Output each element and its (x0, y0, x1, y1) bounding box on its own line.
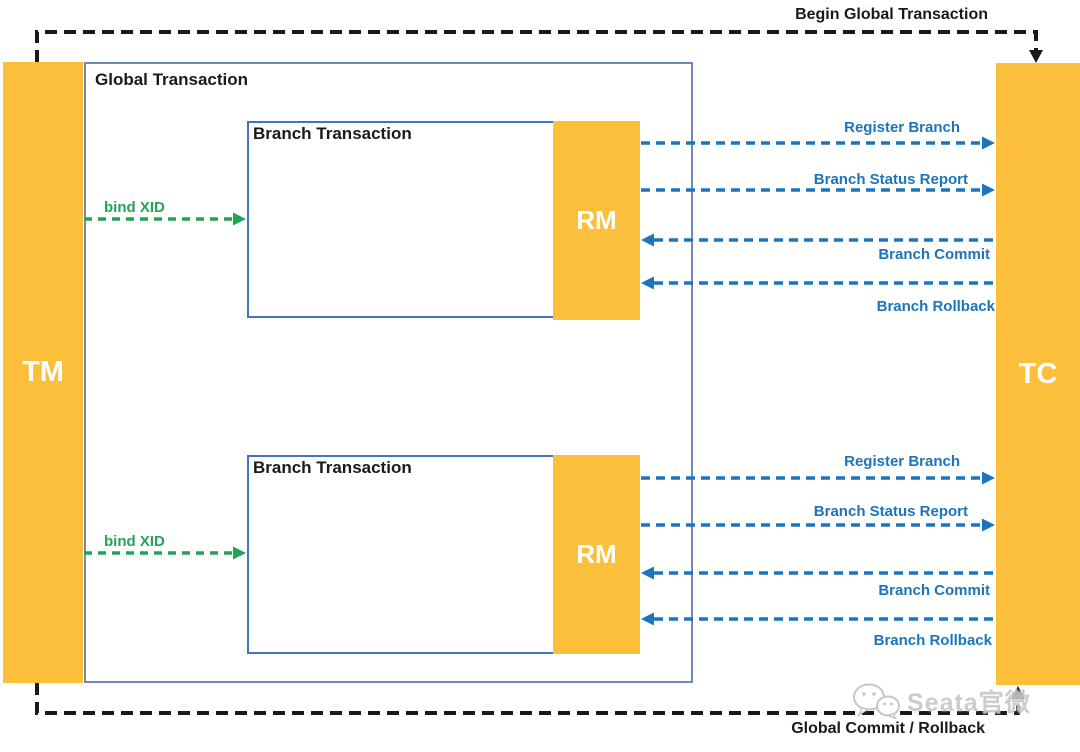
branch-status-report-label-2: Branch Status Report (813, 503, 968, 520)
bind-xid-label-1: bind XID (104, 199, 165, 216)
branch-rollback-arrow-1 (641, 276, 995, 290)
branch-transaction-box-1: Branch Transaction (247, 121, 555, 318)
begin-global-transaction-label: Begin Global Transaction (795, 6, 988, 23)
tc-block: TC (996, 63, 1080, 685)
global-transaction-box (84, 62, 693, 683)
branch-rollback-label-1: Branch Rollback (876, 298, 995, 315)
rm-block-1: RM (553, 121, 640, 320)
branch-rollback-label-2: Branch Rollback (873, 632, 992, 649)
watermark-text: Seata官微 (907, 689, 1031, 717)
tm-label: TM (22, 356, 64, 388)
global-transaction-title: Global Transaction (95, 70, 249, 89)
register-branch-label-1: Register Branch (844, 119, 960, 136)
branch-status-report-arrow-2 (641, 518, 995, 532)
branch-status-report-label-1: Branch Status Report (813, 171, 968, 188)
tm-block: TM (3, 62, 83, 683)
rm-label: RM (576, 205, 617, 235)
tc-label: TC (1018, 357, 1058, 390)
branch-transaction-box-2: Branch Transaction (247, 455, 555, 654)
begin-global-transaction-arrow (35, 30, 1043, 63)
wechat-logo-icon (853, 683, 900, 719)
global-commit-rollback-label: Global Commit / Rollback (791, 720, 985, 737)
register-branch-arrow-2 (641, 471, 995, 485)
rm-block-2: RM (553, 455, 640, 654)
bind-xid-label-2: bind XID (104, 533, 165, 550)
register-branch-arrow-1 (641, 136, 995, 150)
branch-commit-label-2: Branch Commit (878, 582, 990, 599)
branch-commit-arrow-2 (641, 566, 995, 580)
rm-label: RM (576, 539, 617, 569)
branch-commit-label-1: Branch Commit (878, 246, 990, 263)
branch-transaction-title: Branch Transaction (253, 124, 412, 143)
branch-commit-arrow-1 (641, 233, 995, 247)
watermark: Seata官微 (852, 683, 1031, 719)
branch-transaction-title: Branch Transaction (253, 458, 412, 477)
branch-rollback-arrow-2 (641, 612, 995, 626)
register-branch-label-2: Register Branch (844, 453, 960, 470)
